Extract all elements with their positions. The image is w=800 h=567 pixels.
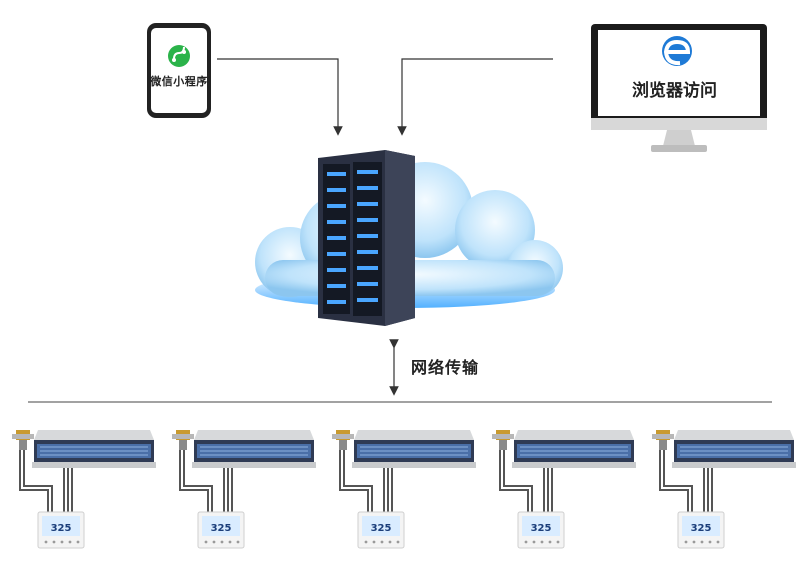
control-wiring	[19, 450, 73, 512]
terminal-unit: 325	[492, 430, 636, 549]
control-wiring	[179, 450, 233, 512]
phone	[147, 23, 211, 118]
server-rack	[318, 150, 415, 326]
network-transmission-label: 网络传输	[411, 358, 480, 377]
browser-access-label: 浏览器访问	[632, 81, 717, 101]
thermostat: 325	[197, 511, 245, 549]
thermostat: 325	[517, 511, 565, 549]
thermostat-reading: 325	[531, 523, 552, 534]
thermostat: 325	[37, 511, 85, 549]
control-wiring	[339, 450, 393, 512]
thermostat-reading: 325	[691, 523, 712, 534]
monitor	[591, 24, 767, 152]
cloud-server	[255, 150, 563, 326]
terminal-unit: 325	[652, 430, 796, 549]
control-wiring	[499, 450, 553, 512]
valve	[12, 430, 34, 450]
fan-coil-unit	[32, 430, 156, 468]
phone-to-server-connector	[217, 58, 343, 136]
terminal-unit: 325	[332, 430, 476, 549]
terminal-unit: 325	[172, 430, 316, 549]
wechat-mini-program-icon	[168, 45, 190, 67]
valve	[652, 430, 674, 450]
thermostat-reading: 325	[211, 523, 232, 534]
edge-browser-icon	[662, 36, 692, 66]
fan-coil-unit	[352, 430, 476, 468]
valve	[332, 430, 354, 450]
fan-coil-unit	[192, 430, 316, 468]
fan-coil-unit	[672, 430, 796, 468]
control-wiring	[659, 450, 713, 512]
thermostat: 325	[357, 511, 405, 549]
thermostat: 325	[677, 511, 725, 549]
thermostat-reading: 325	[51, 523, 72, 534]
terminal-unit: 325	[12, 430, 156, 549]
browser-to-server-connector	[397, 58, 553, 136]
fan-coil-unit	[512, 430, 636, 468]
mini-program-label: 微信小程序	[150, 75, 208, 88]
valve	[172, 430, 194, 450]
thermostat-reading: 325	[371, 523, 392, 534]
valve	[492, 430, 514, 450]
